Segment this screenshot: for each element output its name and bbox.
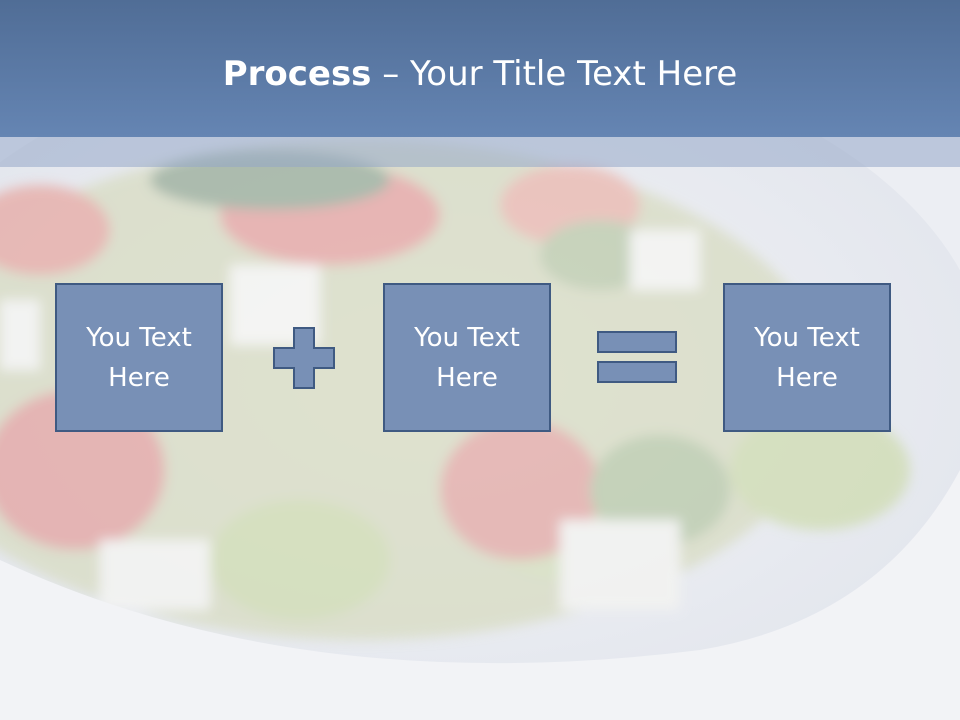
process-box-1-label: You Text Here — [86, 322, 192, 393]
process-box-2[interactable]: You Text Here — [383, 283, 551, 432]
title-bold-text: Process — [222, 54, 372, 94]
process-box-2-label: You Text Here — [414, 322, 520, 393]
title-bar — [0, 0, 960, 137]
title-rest-text: – Your Title Text Here — [371, 54, 738, 94]
process-box-3[interactable]: You Text Here — [723, 283, 891, 432]
plus-icon — [273, 327, 335, 389]
process-box-1[interactable]: You Text Here — [55, 283, 223, 432]
process-box-3-label: You Text Here — [754, 322, 860, 393]
title-underband — [0, 137, 960, 167]
slide-title: Process – Your Title Text Here — [0, 52, 960, 96]
equals-icon — [597, 331, 677, 383]
